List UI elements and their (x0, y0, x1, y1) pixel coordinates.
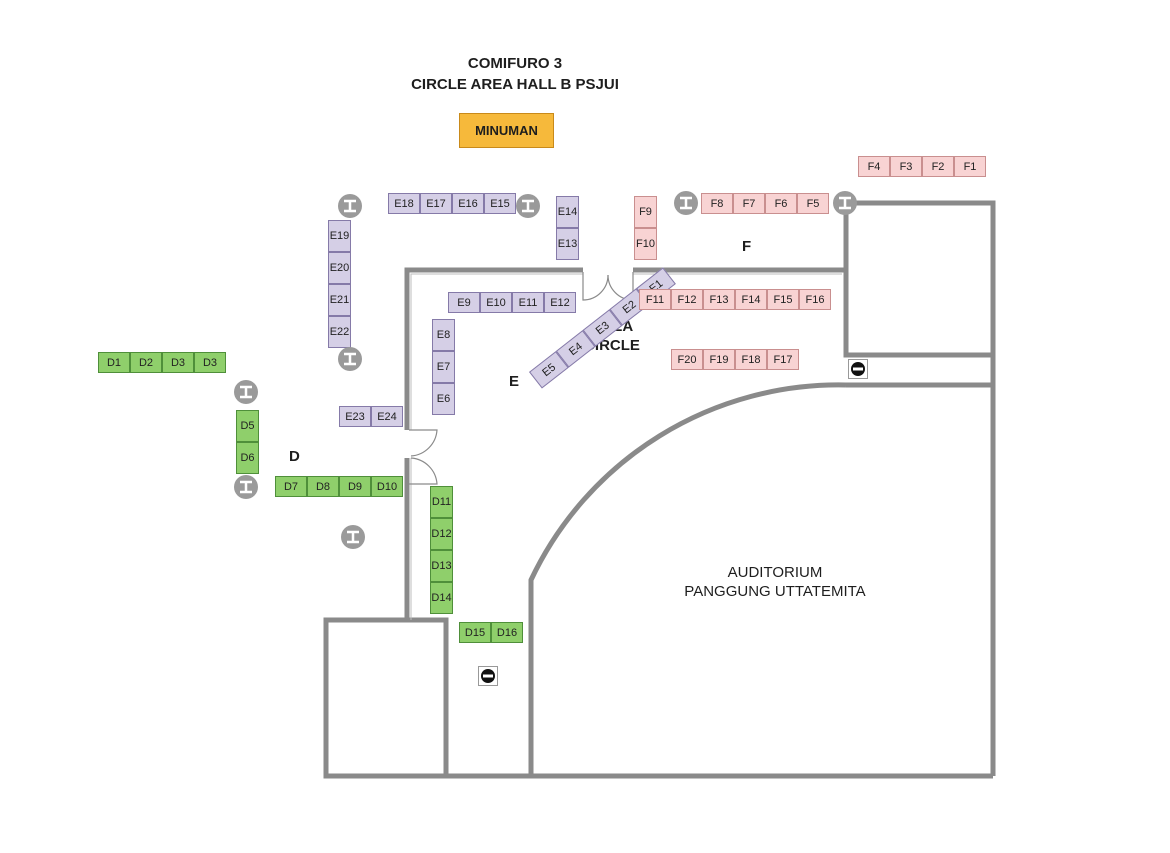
event-title: COMIFURO 3 (467, 55, 563, 72)
auditorium-label: AUDITORIUM PANGGUNG UTTATEMITA (655, 563, 895, 601)
booth-f13[interactable]: F13 (703, 289, 735, 310)
booth-d10[interactable]: D10 (371, 476, 403, 497)
booth-e20[interactable]: E20 (328, 252, 351, 284)
booth-f19[interactable]: F19 (703, 349, 735, 370)
booth-d12[interactable]: D12 (430, 518, 453, 550)
booth-e19[interactable]: E19 (328, 220, 351, 252)
booth-f15[interactable]: F15 (767, 289, 799, 310)
booth-e8[interactable]: E8 (432, 319, 455, 351)
event-subtitle: CIRCLE AREA HALL B PSJUI (411, 76, 619, 93)
zone-f-label: F (742, 238, 752, 255)
booth-e15[interactable]: E15 (484, 193, 516, 214)
booth-d3b[interactable]: D3 (194, 352, 226, 373)
booth-d2[interactable]: D2 (130, 352, 162, 373)
booth-f3[interactable]: F3 (890, 156, 922, 177)
pillar-icon (833, 191, 857, 215)
booth-e22[interactable]: E22 (328, 316, 351, 348)
booth-f12[interactable]: F12 (671, 289, 703, 310)
pillar-icon (341, 525, 365, 549)
no-entry-icon (478, 666, 498, 686)
booth-d13[interactable]: D13 (430, 550, 453, 582)
booth-e10[interactable]: E10 (480, 292, 512, 313)
minuman-stand[interactable]: MINUMAN (459, 113, 554, 148)
booth-f8[interactable]: F8 (701, 193, 733, 214)
pillar-icon (674, 191, 698, 215)
booth-e12[interactable]: E12 (544, 292, 576, 313)
booth-e6[interactable]: E6 (432, 383, 455, 415)
booth-d15[interactable]: D15 (459, 622, 491, 643)
pillar-icon (338, 194, 362, 218)
booth-e16[interactable]: E16 (452, 193, 484, 214)
booth-f14[interactable]: F14 (735, 289, 767, 310)
booth-e11[interactable]: E11 (512, 292, 544, 313)
booth-d14[interactable]: D14 (430, 582, 453, 614)
booth-d6[interactable]: D6 (236, 442, 259, 474)
auditorium-line1: AUDITORIUM (727, 564, 823, 581)
booth-e17[interactable]: E17 (420, 193, 452, 214)
booth-d1[interactable]: D1 (98, 352, 130, 373)
booth-d3[interactable]: D3 (162, 352, 194, 373)
auditorium-line2: PANGGUNG UTTATEMITA (684, 583, 866, 600)
booth-f6[interactable]: F6 (765, 193, 797, 214)
zone-d-label: D (289, 448, 300, 465)
booth-f7[interactable]: F7 (733, 193, 765, 214)
booth-d7[interactable]: D7 (275, 476, 307, 497)
booth-e7[interactable]: E7 (432, 351, 455, 383)
booth-f1[interactable]: F1 (954, 156, 986, 177)
no-entry-icon (848, 359, 868, 379)
booth-f4[interactable]: F4 (858, 156, 890, 177)
booth-d16[interactable]: D16 (491, 622, 523, 643)
pillar-icon (338, 347, 362, 371)
booth-f16[interactable]: F16 (799, 289, 831, 310)
booth-f9[interactable]: F9 (634, 196, 657, 228)
zone-e-label: E (509, 373, 520, 390)
booth-f2[interactable]: F2 (922, 156, 954, 177)
pillar-icon (234, 475, 258, 499)
booth-f18[interactable]: F18 (735, 349, 767, 370)
booth-d11[interactable]: D11 (430, 486, 453, 518)
pillar-icon (516, 194, 540, 218)
booth-e14[interactable]: E14 (556, 196, 579, 228)
booth-e21[interactable]: E21 (328, 284, 351, 316)
booth-e18[interactable]: E18 (388, 193, 420, 214)
booth-e24[interactable]: E24 (371, 406, 403, 427)
booth-e9[interactable]: E9 (448, 292, 480, 313)
booth-f10[interactable]: F10 (634, 228, 657, 260)
booth-e23[interactable]: E23 (339, 406, 371, 427)
booth-f17[interactable]: F17 (767, 349, 799, 370)
booth-d9[interactable]: D9 (339, 476, 371, 497)
pillar-icon (234, 380, 258, 404)
booth-d5[interactable]: D5 (236, 410, 259, 442)
booth-f11[interactable]: F11 (639, 289, 671, 310)
booth-f20[interactable]: F20 (671, 349, 703, 370)
booth-e13[interactable]: E13 (556, 228, 579, 260)
booth-d8[interactable]: D8 (307, 476, 339, 497)
booth-f5[interactable]: F5 (797, 193, 829, 214)
